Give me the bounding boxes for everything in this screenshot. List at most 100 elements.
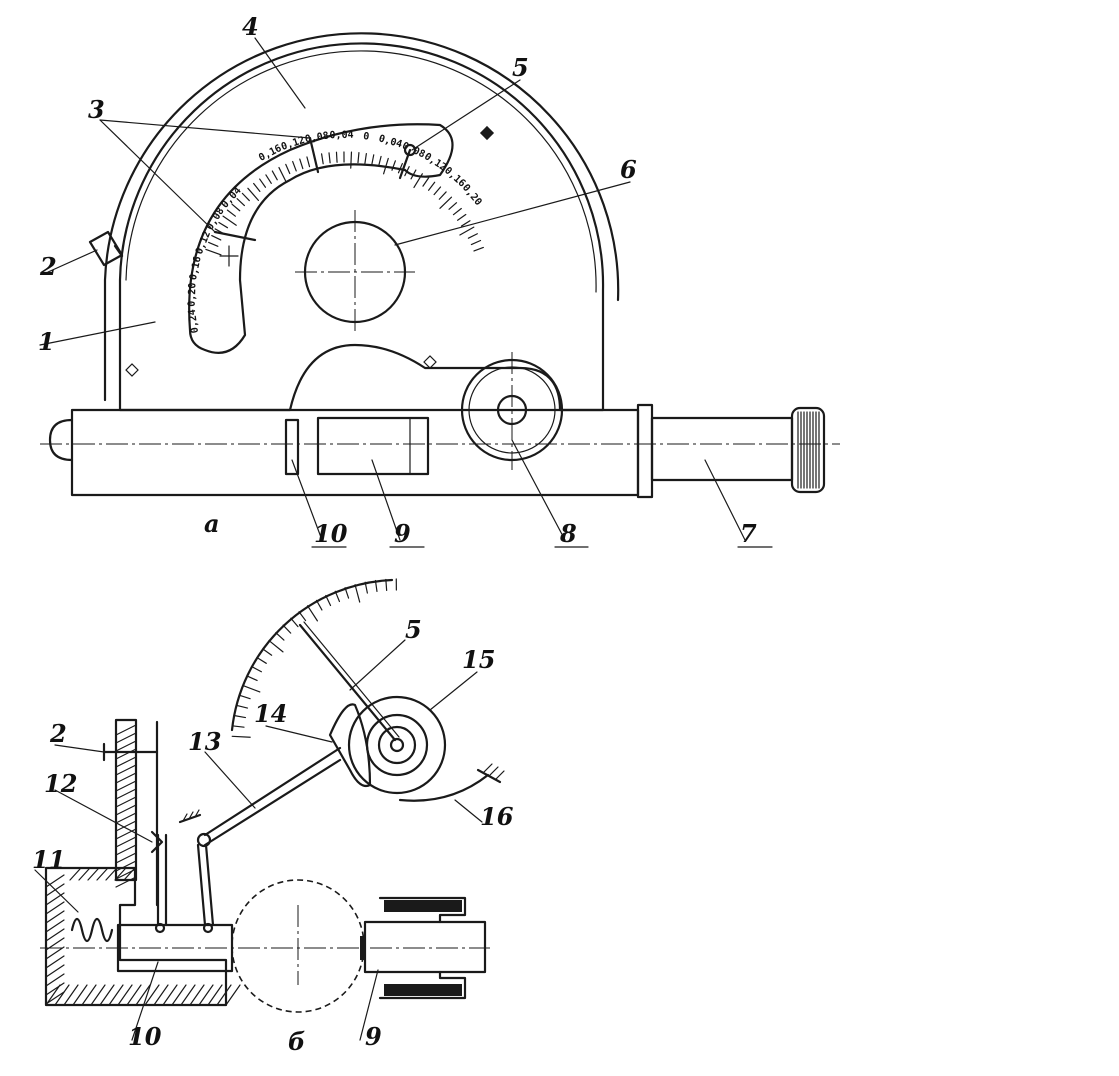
sector-tick	[236, 704, 249, 709]
sector-tick	[275, 632, 285, 641]
hatch-line	[115, 724, 137, 736]
sector-tick	[251, 665, 262, 673]
caption-view-b: б	[288, 1027, 305, 1056]
scale-number: 0,04	[220, 185, 244, 210]
scale-number: 0,04	[329, 130, 353, 142]
scale-tick	[397, 162, 403, 174]
scale-tick	[285, 163, 291, 175]
hatch-line	[45, 874, 65, 888]
label-a6: 6	[620, 155, 637, 184]
hatch-line	[171, 984, 187, 1006]
pointer-needle-b	[298, 623, 397, 742]
hatch-line	[45, 919, 65, 933]
scale-number: 0,04	[377, 133, 403, 150]
lever-arm	[203, 746, 342, 837]
scale-number: 0,08	[205, 206, 227, 232]
scale-tick	[253, 182, 261, 193]
scale-tick	[452, 207, 462, 216]
scale-tick	[378, 155, 382, 167]
sector-ticks	[231, 578, 397, 738]
scale-tick	[226, 209, 236, 217]
scale-tick	[448, 202, 458, 210]
hatch-line	[144, 984, 160, 1006]
leader-b12	[54, 789, 153, 843]
lever-pivot	[196, 832, 212, 848]
hatch-line	[115, 780, 137, 792]
plate-support	[150, 830, 164, 854]
scale-tick	[222, 215, 237, 226]
scale-tick	[236, 198, 246, 207]
hatch-line	[45, 982, 65, 996]
scale-number: 0,20	[460, 182, 484, 208]
label-b2: 2	[49, 719, 67, 748]
sector-tick	[354, 584, 361, 603]
sector-tick	[238, 694, 251, 700]
scale-tick	[460, 220, 471, 227]
knurl-lines	[797, 411, 820, 489]
scale-tick	[439, 196, 453, 209]
scale-tick	[382, 157, 389, 175]
leader-b5	[349, 639, 406, 691]
hatch-line	[78, 868, 90, 881]
leader-10	[291, 459, 323, 541]
spring-hatch	[483, 763, 505, 780]
body-wall	[114, 718, 138, 882]
label-a5: 5	[512, 53, 529, 82]
pointer-pivot-a	[403, 143, 417, 157]
scale-tick	[459, 226, 475, 236]
sector-tick	[282, 624, 292, 634]
sector-tick	[232, 725, 245, 728]
plate-joint-l	[154, 922, 166, 934]
scale-tick	[278, 166, 287, 183]
hatch-line	[115, 788, 137, 800]
scale-tick	[306, 156, 311, 168]
gear-hub	[389, 737, 405, 753]
hatch-line	[115, 852, 137, 864]
scale-tick	[335, 151, 338, 163]
label-b11: 11	[32, 845, 65, 874]
hatch-line	[115, 740, 137, 752]
hatch-line	[63, 984, 79, 1006]
sector-tick	[364, 581, 368, 594]
label-b5: 5	[405, 615, 422, 644]
hatch-line	[189, 984, 205, 1006]
caption-view-a: а	[204, 509, 220, 538]
sector-tick	[234, 715, 247, 719]
gear-outer	[347, 695, 447, 795]
body-mark-left	[125, 363, 139, 377]
leader-b16	[454, 799, 483, 823]
hatch-line	[45, 955, 65, 969]
label-a4: 4	[242, 12, 259, 41]
knurled-head	[790, 406, 826, 494]
scale-tick	[473, 246, 484, 252]
hatch-line	[115, 860, 137, 872]
scale-tick	[241, 192, 250, 202]
leader-b11	[34, 869, 79, 913]
body-rim	[103, 32, 620, 402]
hatch-line	[81, 984, 97, 1006]
hatch-line	[115, 804, 137, 816]
scale-tick	[211, 234, 222, 241]
hatch-line	[45, 964, 65, 978]
scale-tick	[218, 221, 229, 229]
scale-tick	[410, 169, 417, 180]
body-wall-hatch	[115, 724, 137, 888]
leader-5	[411, 79, 521, 151]
body-mark-right	[423, 355, 437, 369]
hatch-line	[115, 828, 137, 840]
scale-tick	[259, 178, 267, 188]
sector-lever	[328, 703, 372, 788]
label-a1: 1	[38, 327, 55, 356]
hatch-line	[115, 764, 137, 776]
scale-tick	[205, 248, 222, 256]
hatch-line	[114, 868, 126, 881]
anvil	[363, 920, 487, 974]
movable-tip	[284, 418, 300, 476]
leader-b9	[359, 969, 379, 1041]
sector-tick	[268, 639, 284, 653]
scale-tick	[371, 154, 375, 166]
scale-tick	[247, 187, 260, 201]
sector-tick	[315, 599, 323, 611]
